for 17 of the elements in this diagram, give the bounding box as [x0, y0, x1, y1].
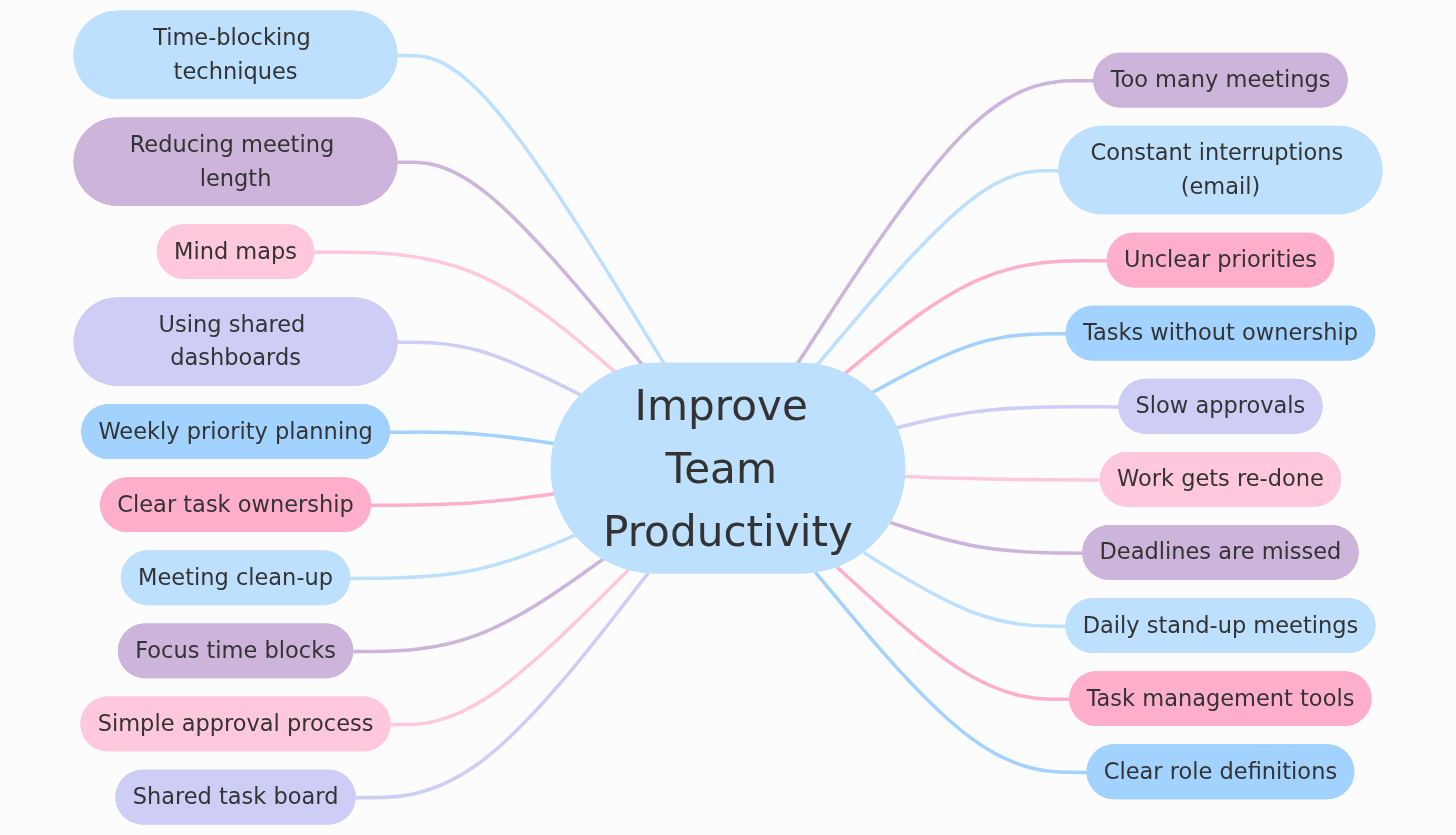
connector	[397, 53, 666, 365]
connector	[370, 492, 556, 508]
connector	[390, 568, 630, 727]
connector	[815, 168, 1060, 367]
connector	[397, 160, 645, 367]
connector	[397, 340, 583, 398]
connector	[889, 520, 1084, 555]
connector	[389, 430, 556, 446]
connector	[314, 250, 617, 374]
connector	[814, 571, 1088, 775]
connector	[350, 533, 577, 581]
connector	[835, 565, 1071, 702]
connector	[795, 78, 1095, 366]
connector	[353, 557, 605, 654]
connector	[862, 550, 1067, 628]
connector	[355, 572, 650, 800]
connector	[896, 405, 1120, 430]
